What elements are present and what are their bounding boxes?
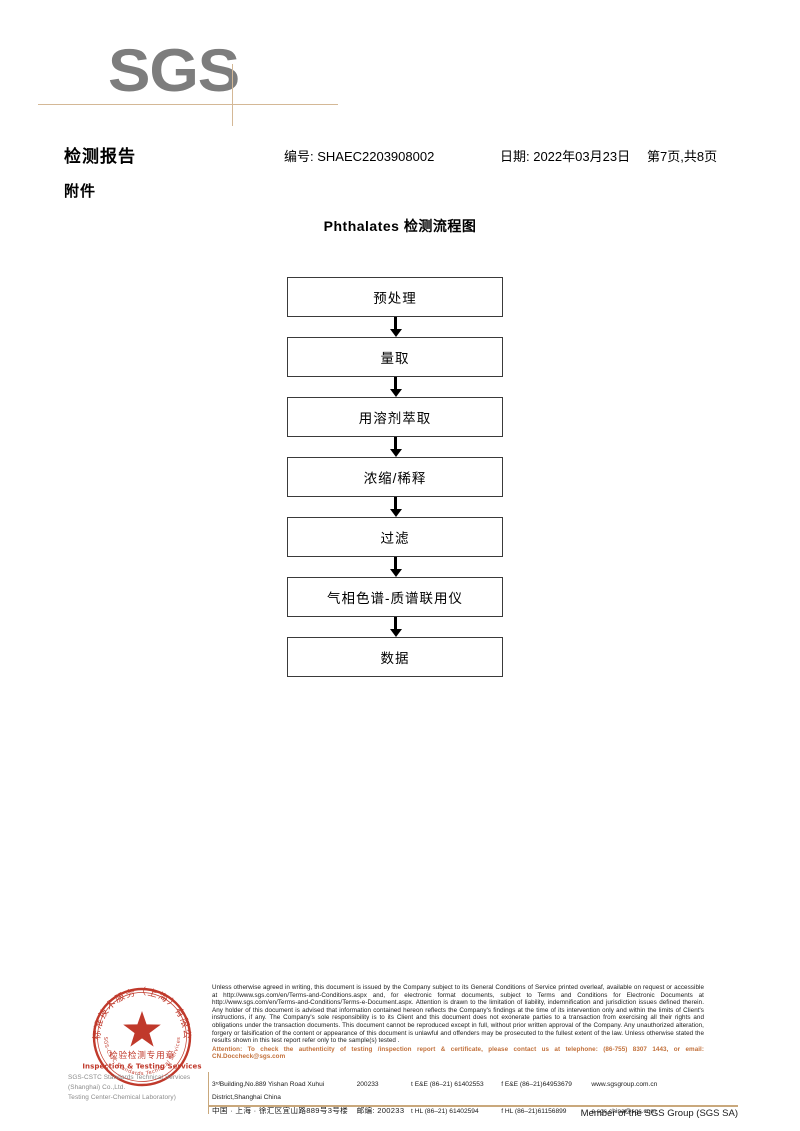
address-postcode-en: 200233	[356, 1081, 379, 1088]
address-phone-ee-f: f E&E (86–21)64953679	[501, 1081, 572, 1088]
seal-company-line2: Testing Center-Chemical Laboratory)	[68, 1094, 176, 1101]
svg-text:检验检测专用章: 检验检测专用章	[109, 1049, 175, 1061]
address-street-cn: 中国 · 上海 · 徐汇区宜山路889号3号楼	[212, 1106, 349, 1115]
flowchart: 预处理 量取 用溶剂萃取 浓缩/稀释 过滤 气相色谱-质谱联用仪 数据	[287, 277, 503, 677]
address-row-en: 3ʳᵈBuilding,No.889 Yishan Road Xuhui Dis…	[212, 1078, 704, 1104]
flowchart-step: 用溶剂萃取	[287, 397, 503, 437]
inspection-seal-stamp: 标准技术服务（上海）有限公 SGS-CSTC Standards Technic…	[78, 985, 206, 1090]
legal-attention-notice: Attention: To check the authenticity of …	[212, 1045, 704, 1061]
document-footer: 标准技术服务（上海）有限公 SGS-CSTC Standards Technic…	[0, 980, 800, 1131]
address-email: e sgs.china@sgs.com	[591, 1108, 656, 1115]
footer-vertical-divider	[208, 1072, 209, 1114]
legal-paragraph: Unless otherwise agreed in writing, this…	[212, 984, 704, 1045]
flowchart-step: 过滤	[287, 517, 503, 557]
flowchart-arrow-icon	[287, 317, 503, 337]
report-date: 日期: 2022年03月23日	[500, 149, 631, 164]
page-subtitle: 附件	[64, 183, 97, 200]
document-header: 检测报告 附件 编号: SHAEC2203908002 日期: 2022年03月…	[0, 142, 800, 202]
logo-horizontal-rule	[38, 104, 338, 105]
flowchart-arrow-icon	[287, 557, 503, 577]
svg-text:Inspection & Testing Services: Inspection & Testing Services	[82, 1063, 201, 1071]
legal-terms-block: Unless otherwise agreed in writing, this…	[212, 984, 704, 1061]
flowchart-step: 浓缩/稀释	[287, 457, 503, 497]
address-block: 3ʳᵈBuilding,No.889 Yishan Road Xuhui Dis…	[212, 1078, 704, 1118]
page-title: 检测报告	[64, 147, 136, 166]
page-indicator: 第7页,共8页	[647, 149, 718, 164]
logo-vertical-tick	[232, 64, 233, 126]
report-number: 编号: SHAEC2203908002	[284, 149, 435, 164]
flowchart-step: 数据	[287, 637, 503, 677]
flowchart-arrow-icon	[287, 437, 503, 457]
address-street-en: 3ʳᵈBuilding,No.889 Yishan Road Xuhui Dis…	[212, 1081, 325, 1101]
flowchart-step: 气相色谱-质谱联用仪	[287, 577, 503, 617]
address-phone-ee-t: t E&E (86–21) 61402553	[411, 1081, 484, 1088]
sgs-logo: SGS	[38, 37, 748, 126]
flowchart-step: 预处理	[287, 277, 503, 317]
flowchart-title: Phthalates 检测流程图	[323, 218, 477, 234]
footer-horizontal-divider	[208, 1105, 738, 1107]
seal-company-line1: SGS-CSTC Standards Technical Services (S…	[68, 1074, 191, 1091]
address-row-cn: 中国 · 上海 · 徐汇区宜山路889号3号楼 邮编: 200233 t HL …	[212, 1104, 704, 1118]
flowchart-arrow-icon	[287, 617, 503, 637]
address-phone-hl-f: f HL (86–21)61156899	[501, 1108, 567, 1115]
address-phone-hl-t: t HL (86–21) 61402594	[411, 1108, 479, 1115]
seal-company-text: SGS-CSTC Standards Technical Services (S…	[68, 1073, 218, 1103]
flowchart-arrow-icon	[287, 377, 503, 397]
flowchart-step: 量取	[287, 337, 503, 377]
sgs-logo-text: SGS	[108, 37, 240, 104]
address-postcode-cn: 邮编: 200233	[356, 1106, 405, 1115]
flowchart-arrow-icon	[287, 497, 503, 517]
sgs-group-member-note: Member of the SGS Group (SGS SA)	[580, 1108, 738, 1119]
address-website: www.sgsgroup.com.cn	[591, 1081, 658, 1088]
